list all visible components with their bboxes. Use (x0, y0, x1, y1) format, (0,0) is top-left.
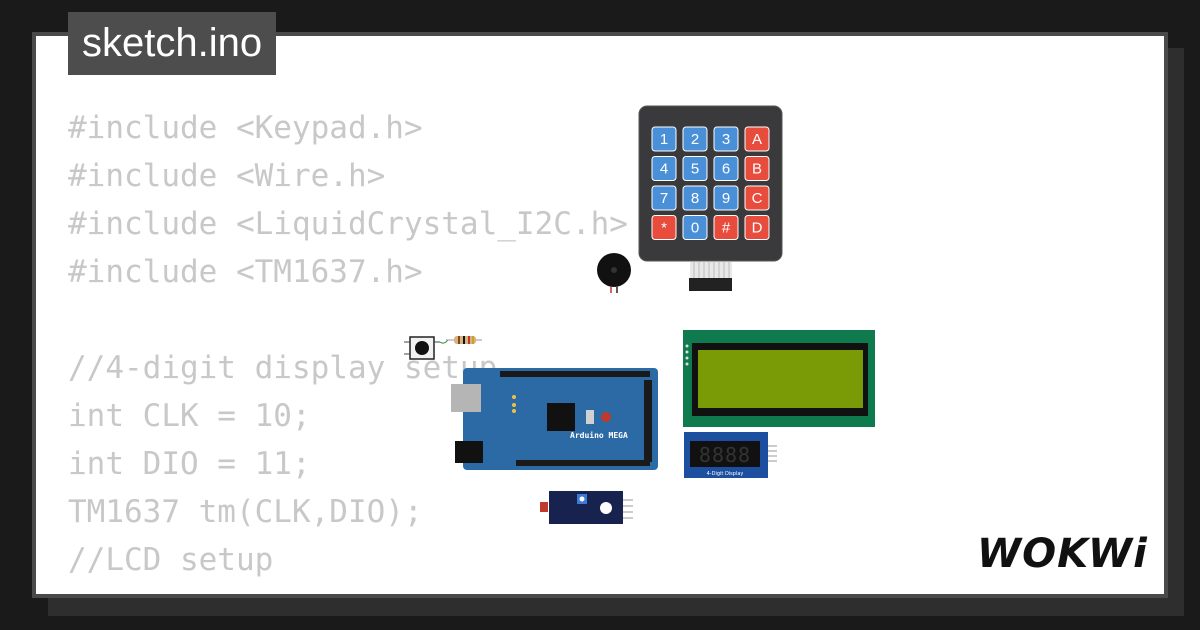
keypad-key-label: 6 (722, 161, 730, 178)
keypad-key[interactable]: 1 (651, 126, 677, 152)
keypad-key[interactable]: * (651, 215, 677, 240)
power-jack (455, 441, 483, 463)
keypad-key-label: 3 (722, 131, 730, 148)
preview-card: #include <Keypad.h> #include <Wire.h> #inc… (32, 32, 1168, 598)
keypad-key-label: D (752, 220, 763, 237)
keypad-key[interactable]: D (744, 215, 770, 240)
keypad-key[interactable]: 9 (713, 185, 739, 211)
seven-segment-display[interactable]: 8888 4-Digit Display (684, 432, 777, 478)
wokwi-logo: WOKWi (977, 531, 1148, 577)
keypad-key-label: 8 (691, 190, 699, 207)
keypad-key[interactable]: # (713, 215, 739, 240)
keypad-key[interactable]: 2 (682, 126, 708, 152)
keypad-key-label: 0 (691, 220, 699, 237)
keypad-key[interactable]: B (744, 156, 770, 181)
keypad-key-label: 2 (691, 131, 699, 148)
keypad-key[interactable]: 7 (651, 185, 677, 211)
code-line: #include <Keypad.h> (68, 110, 423, 146)
keypad-key-label: # (722, 220, 731, 237)
code-line: //LCD setup (68, 542, 274, 578)
arduino-mega-board[interactable]: Arduino MEGA (451, 368, 658, 470)
filename-tab: sketch.ino (68, 12, 277, 75)
keypad-ribbon-cable (690, 262, 732, 278)
code-line: LiquidCrystal_I2C lcd(0x27,20,4); (68, 584, 684, 594)
keypad-key[interactable]: 0 (682, 215, 708, 240)
code-line: #include <LiquidCrystal_I2C.h> (68, 206, 628, 242)
arduino-label: Arduino MEGA (570, 430, 628, 440)
keypad-key[interactable]: 5 (682, 156, 708, 181)
code-line: int CLK = 10; (68, 398, 311, 434)
code-preview: #include <Keypad.h> #include <Wire.h> #inc… (68, 104, 684, 594)
segment-digits: 8888 (699, 443, 751, 467)
code-line: TM1637 tm(CLK,DIO); (68, 494, 423, 530)
keypad-key[interactable]: 3 (713, 126, 739, 152)
keypad-key[interactable]: 4 (651, 156, 677, 181)
keypad-key[interactable]: 8 (682, 185, 708, 211)
keypad-key-label: B (752, 161, 762, 178)
sensor-pins (623, 499, 633, 519)
header-bottom (516, 460, 650, 466)
keypad-key[interactable]: A (744, 126, 770, 152)
segment-label: 4-Digit Display (707, 471, 744, 477)
keypad-key-label: 9 (722, 190, 730, 207)
keypad-key-label: * (661, 220, 667, 237)
keypad-ribbon-lines (693, 262, 730, 278)
keypad-key-label: 4 (660, 161, 668, 178)
code-line: //4-digit display setup (68, 350, 498, 386)
usb-port (451, 384, 481, 412)
reset-button[interactable] (601, 412, 611, 422)
pushbutton[interactable] (404, 336, 449, 360)
wokwi-logo-text: WOKWi (977, 531, 1148, 577)
mcu-chip (547, 403, 575, 431)
segment-pins (768, 445, 777, 462)
sensor-module[interactable] (540, 491, 633, 524)
buzzer[interactable] (597, 253, 631, 293)
lcd-display[interactable] (683, 330, 875, 427)
keypad-key-label: 7 (660, 190, 668, 207)
code-line: #include <TM1637.h> (68, 254, 423, 290)
digital-header-top (500, 371, 650, 377)
keypad-key-label: 5 (691, 161, 699, 178)
keypad-connector (689, 278, 732, 291)
code-line: int DIO = 11; (68, 446, 311, 482)
keypad-key-label: C (752, 190, 763, 207)
keypad-key[interactable]: C (744, 185, 770, 211)
code-line: #include <Wire.h> (68, 158, 386, 194)
membrane-keypad[interactable]: 1 2 3 A 4 5 6 B 7 8 9 C * 0 # D (638, 105, 783, 291)
keypad-key[interactable]: 6 (713, 156, 739, 181)
keypad-key-label: A (752, 131, 762, 148)
header-right (644, 380, 652, 462)
resistor[interactable] (446, 336, 482, 344)
keypad-key-label: 1 (660, 131, 668, 148)
